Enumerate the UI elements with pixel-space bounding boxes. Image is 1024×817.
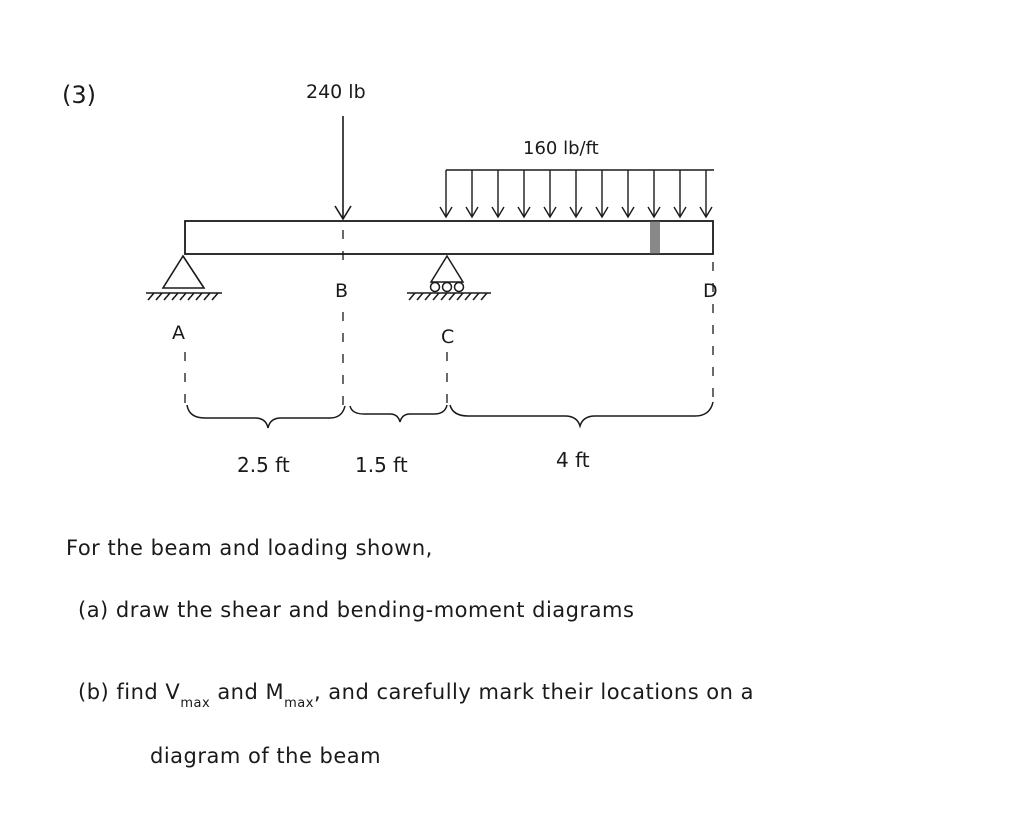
point-load-label: 240 lb (306, 81, 366, 103)
part-b-prefix: (b) find V (78, 680, 181, 704)
problem-number: (3) (62, 81, 96, 109)
dimension-braces (186, 401, 714, 429)
m-max-subscript: max (284, 696, 314, 711)
part-b-and: and M (210, 680, 285, 704)
beam-diagram: (3) 240 lb 160 lb/ft (62, 81, 718, 477)
point-label-a: A (172, 322, 185, 344)
point-label-b: B (335, 280, 348, 302)
dimension-label-cd: 4 ft (556, 448, 590, 472)
v-max-subscript: max (180, 696, 211, 711)
part-b-rest: , and carefully mark their locations on … (313, 680, 755, 704)
distributed-load-arrows (439, 169, 714, 219)
point-label-d: D (703, 280, 718, 302)
point-load-arrow (334, 116, 352, 221)
distributed-load-label: 160 lb/ft (523, 138, 599, 159)
pin-support-a (146, 254, 222, 301)
beam (184, 220, 714, 255)
problem-part-b-line2: diagram of the beam (150, 744, 382, 768)
extension-lines (184, 230, 714, 408)
point-label-c: C (441, 326, 454, 348)
problem-intro: For the beam and loading shown, (66, 536, 433, 560)
problem-part-a: (a) draw the shear and bending-moment di… (78, 598, 635, 622)
problem-part-b: (b) find Vmax and Mmax, and carefully ma… (78, 680, 755, 711)
roller-support-c (407, 254, 491, 301)
dimension-label-ab: 2.5 ft (237, 453, 290, 477)
dimension-label-bc: 1.5 ft (355, 453, 408, 477)
